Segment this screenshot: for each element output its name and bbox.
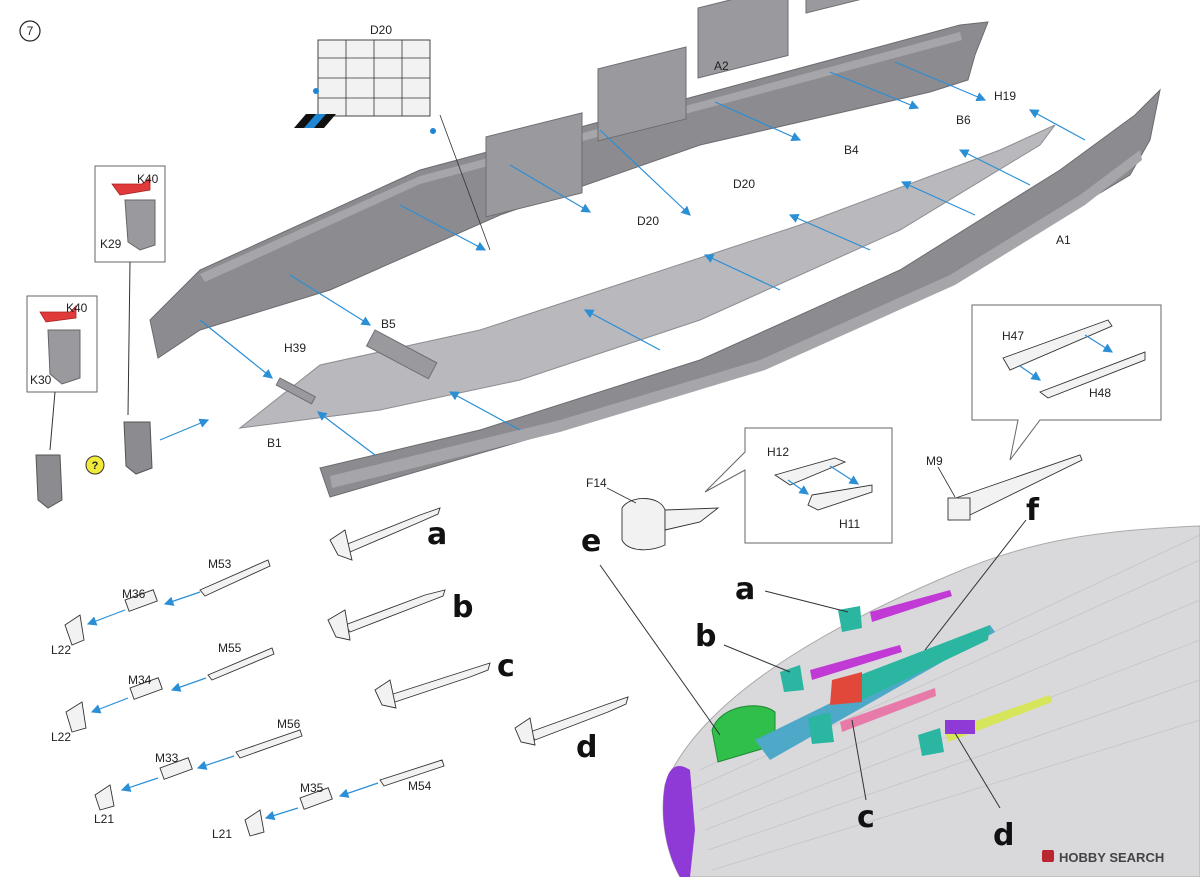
letter-b2: b <box>695 619 716 654</box>
deck-part-b1 <box>238 124 1056 429</box>
question-mark-icon <box>85 455 105 475</box>
label-m55: M55 <box>218 641 242 655</box>
motor-b <box>327 589 446 641</box>
letter-a: a <box>427 517 447 552</box>
label-f14: F14 <box>586 476 607 490</box>
label-h12: H12 <box>767 445 789 459</box>
exploded-motor-4 <box>244 759 445 837</box>
label-k40-a: K40 <box>137 172 159 186</box>
part-k29-assembled <box>123 421 153 475</box>
motor-c <box>374 662 491 709</box>
label-l21-b: L21 <box>212 827 232 841</box>
label-b4: B4 <box>844 143 859 157</box>
label-m53: M53 <box>208 557 232 571</box>
label-h48: H48 <box>1089 386 1111 400</box>
label-m33: M33 <box>155 751 179 765</box>
bench-b4 <box>805 0 893 14</box>
deck-view <box>599 519 1200 877</box>
label-k29: K29 <box>100 237 122 251</box>
label-m35: M35 <box>300 781 324 795</box>
assembly-arrows <box>159 61 1086 456</box>
callout-k30 <box>26 295 98 451</box>
bench-b5 <box>365 329 438 380</box>
label-h19: H19 <box>994 89 1016 103</box>
label-a1: A1 <box>1056 233 1071 247</box>
label-l22-b: L22 <box>51 730 71 744</box>
letter-d2: d <box>993 818 1014 853</box>
letter-a2: a <box>735 572 755 607</box>
exploded-motor-1 <box>64 559 271 646</box>
step-number: 7 <box>27 24 34 38</box>
hull-assembly <box>149 0 1161 498</box>
motor-d <box>514 696 629 746</box>
label-m9: M9 <box>926 454 943 468</box>
letter-c: c <box>497 649 515 684</box>
bench-d20-b <box>597 46 687 142</box>
motor-a <box>329 507 441 561</box>
letter-f: f <box>1026 493 1040 528</box>
letter-c2: c <box>857 800 875 835</box>
bar-h39 <box>275 377 316 405</box>
part-f14 <box>606 487 720 551</box>
label-b6: B6 <box>956 113 971 127</box>
label-a2: A2 <box>714 59 729 73</box>
label-m34: M34 <box>128 673 152 687</box>
callout-h12-h11 <box>704 427 893 544</box>
label-h47: H47 <box>1002 329 1024 343</box>
part-m9 <box>937 454 1083 521</box>
label-k40-b: K40 <box>66 301 88 315</box>
watermark-text: HOBBY SEARCH <box>1059 850 1164 865</box>
part-k30-assembled <box>35 454 63 509</box>
letter-b: b <box>452 590 473 625</box>
label-h11: H11 <box>839 517 860 531</box>
label-h39: H39 <box>284 341 306 355</box>
label-k30: K30 <box>30 373 52 387</box>
step-circle <box>19 20 41 42</box>
label-m54: M54 <box>408 779 432 793</box>
bench-d20-a <box>485 112 583 218</box>
exploded-motor-2 <box>65 647 275 733</box>
letter-e: e <box>581 524 601 559</box>
label-d20-b: D20 <box>733 177 755 191</box>
callout-h47-h48 <box>971 304 1162 461</box>
label-m36: M36 <box>122 587 146 601</box>
part-d20-detail <box>294 39 491 251</box>
watermark: HOBBY SEARCH <box>1042 850 1164 865</box>
label-l21-a: L21 <box>94 812 114 826</box>
question-label: ? <box>92 460 99 472</box>
label-b1: B1 <box>267 436 282 450</box>
label-d20-top: D20 <box>370 23 392 37</box>
label-b5: B5 <box>381 317 396 331</box>
callout-k29 <box>94 165 166 416</box>
bench-d20-c <box>697 0 789 79</box>
benches <box>275 0 893 405</box>
label-m56: M56 <box>277 717 301 731</box>
exploded-motor-3 <box>94 729 303 811</box>
label-l22-a: L22 <box>51 643 71 657</box>
letter-d: d <box>576 730 597 765</box>
label-d20-a: D20 <box>637 214 659 228</box>
